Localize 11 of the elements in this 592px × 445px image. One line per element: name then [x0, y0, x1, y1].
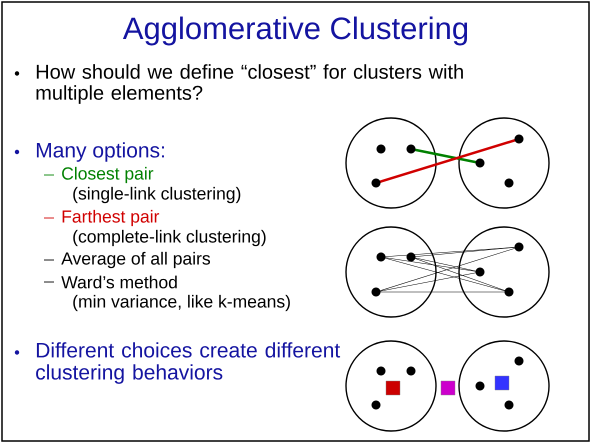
bullet-text: Farthest pair: [62, 210, 160, 226]
bullet-text: (single-link clustering): [73, 186, 240, 204]
bullet-text: (complete-link clustering): [73, 230, 266, 246]
bullet-text: (min variance, like k-means): [73, 294, 290, 312]
bullet-text: Many options:: [36, 142, 164, 162]
slide-title: Agglomerative Clustering: [122, 16, 468, 46]
bullet-text: Average of all pairs: [61, 252, 210, 268]
bullet-text: How should we define “closest” for clusters with multiple elements?: [36, 64, 463, 104]
bullet-text: Closest pair: [62, 166, 154, 184]
bullet-text: Different choices create different clustering behaviors: [36, 342, 340, 384]
bullet-text: Ward’s method: [61, 276, 177, 288]
